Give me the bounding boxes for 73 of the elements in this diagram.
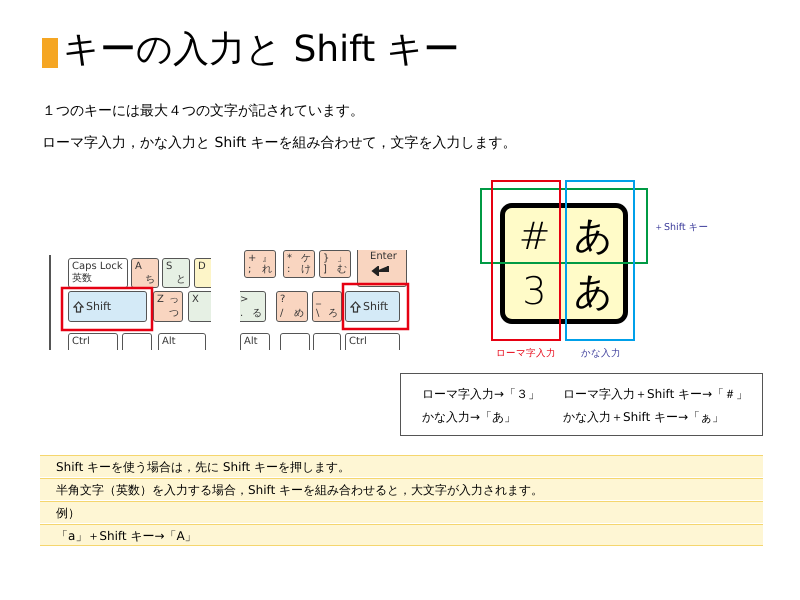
keyboard-key	[131, 258, 159, 288]
keyboard-key	[357, 250, 407, 287]
key-label: +	[248, 253, 256, 264]
frame-label: かな入力	[581, 347, 621, 360]
key-label: A	[135, 261, 142, 272]
key-label: /	[280, 308, 284, 319]
key-label: .	[240, 308, 244, 319]
keyboard-key	[153, 291, 183, 322]
note-text: 例）	[56, 506, 80, 520]
key-label: S	[166, 261, 172, 272]
keyboard-key	[312, 291, 342, 322]
key-character: あ	[573, 268, 614, 315]
key-diagram	[500, 203, 628, 324]
keyboard-key	[68, 291, 147, 322]
keyboard-key	[68, 258, 128, 288]
key-label: つ	[169, 308, 179, 319]
title: キーの入力と Shift キー	[63, 28, 460, 72]
key-label: る	[252, 308, 262, 319]
key-label: Alt	[162, 336, 176, 347]
summary-box	[400, 373, 763, 436]
key-label: 」	[337, 253, 347, 264]
key-character: あ	[573, 212, 614, 260]
key-label: れ	[262, 264, 272, 275]
key-label: X	[192, 294, 199, 305]
key-label: ]	[323, 264, 327, 275]
summary-text: かな入力→「あ」	[422, 409, 516, 426]
key-label: 英数	[72, 273, 92, 284]
key-label: め	[294, 308, 304, 319]
intro-text: ローマ字入力，かな入力と Shift キーを組み合わせて，文字を入力します。	[42, 134, 517, 152]
keyboard-key	[345, 291, 400, 322]
keyboard-key	[240, 291, 266, 322]
key-label: む	[337, 264, 347, 275]
key-character: #	[518, 212, 552, 260]
key-label: D	[198, 261, 206, 272]
key-label: *	[287, 253, 292, 264]
key-label: Ctrl	[349, 336, 367, 347]
key-label: Shift	[86, 301, 112, 312]
key-label: Z	[157, 294, 164, 305]
key-label: Enter	[370, 251, 397, 262]
key-label: Ctrl	[72, 336, 90, 347]
keyboard-key	[276, 291, 308, 322]
key-label: _	[316, 294, 321, 305]
key-label: Caps Lock	[72, 261, 123, 272]
summary-text: かな入力＋Shift キー→「ぁ」	[563, 409, 724, 426]
key-label: っ	[169, 294, 179, 305]
note-text: 「a」＋Shift キー→「A」	[56, 529, 197, 543]
key-label: ;	[248, 264, 252, 275]
note-text: Shift キーを使う場合は，先に Shift キーを押します。	[56, 460, 350, 474]
key-label: Shift	[363, 301, 388, 312]
intro-text: １つのキーには最大４つの文字が記されています。	[42, 102, 364, 120]
frame-label: ＋Shift キー	[654, 221, 709, 234]
summary-text: ローマ字入力→「３」	[422, 386, 540, 403]
key-character: 3	[521, 268, 548, 316]
key-label: ろ	[328, 308, 338, 319]
key-label: >	[240, 294, 248, 305]
keyboard-key	[188, 291, 211, 322]
key-label: ?	[280, 294, 286, 305]
key-label: ケ	[301, 253, 311, 264]
keyboard-key	[283, 250, 315, 278]
keyboard-key	[162, 258, 190, 288]
keyboard-key	[244, 250, 276, 278]
key-label: け	[301, 264, 311, 275]
key-label: }	[323, 253, 330, 264]
key-label: ち	[145, 274, 155, 285]
frame-label: ローマ字入力	[496, 347, 556, 360]
note-text: 半角文字（英数）を入力する場合，Shift キーを組み合わせると，大文字が入力されます。	[56, 483, 544, 497]
key-label: Alt	[244, 336, 258, 347]
key-label: 』	[262, 253, 272, 264]
keyboard-key	[319, 250, 351, 278]
summary-text: ローマ字入力＋Shift キー→「＃」	[563, 386, 748, 403]
key-label: :	[287, 264, 290, 275]
key-label: \	[316, 308, 320, 319]
key-label: と	[176, 274, 186, 285]
